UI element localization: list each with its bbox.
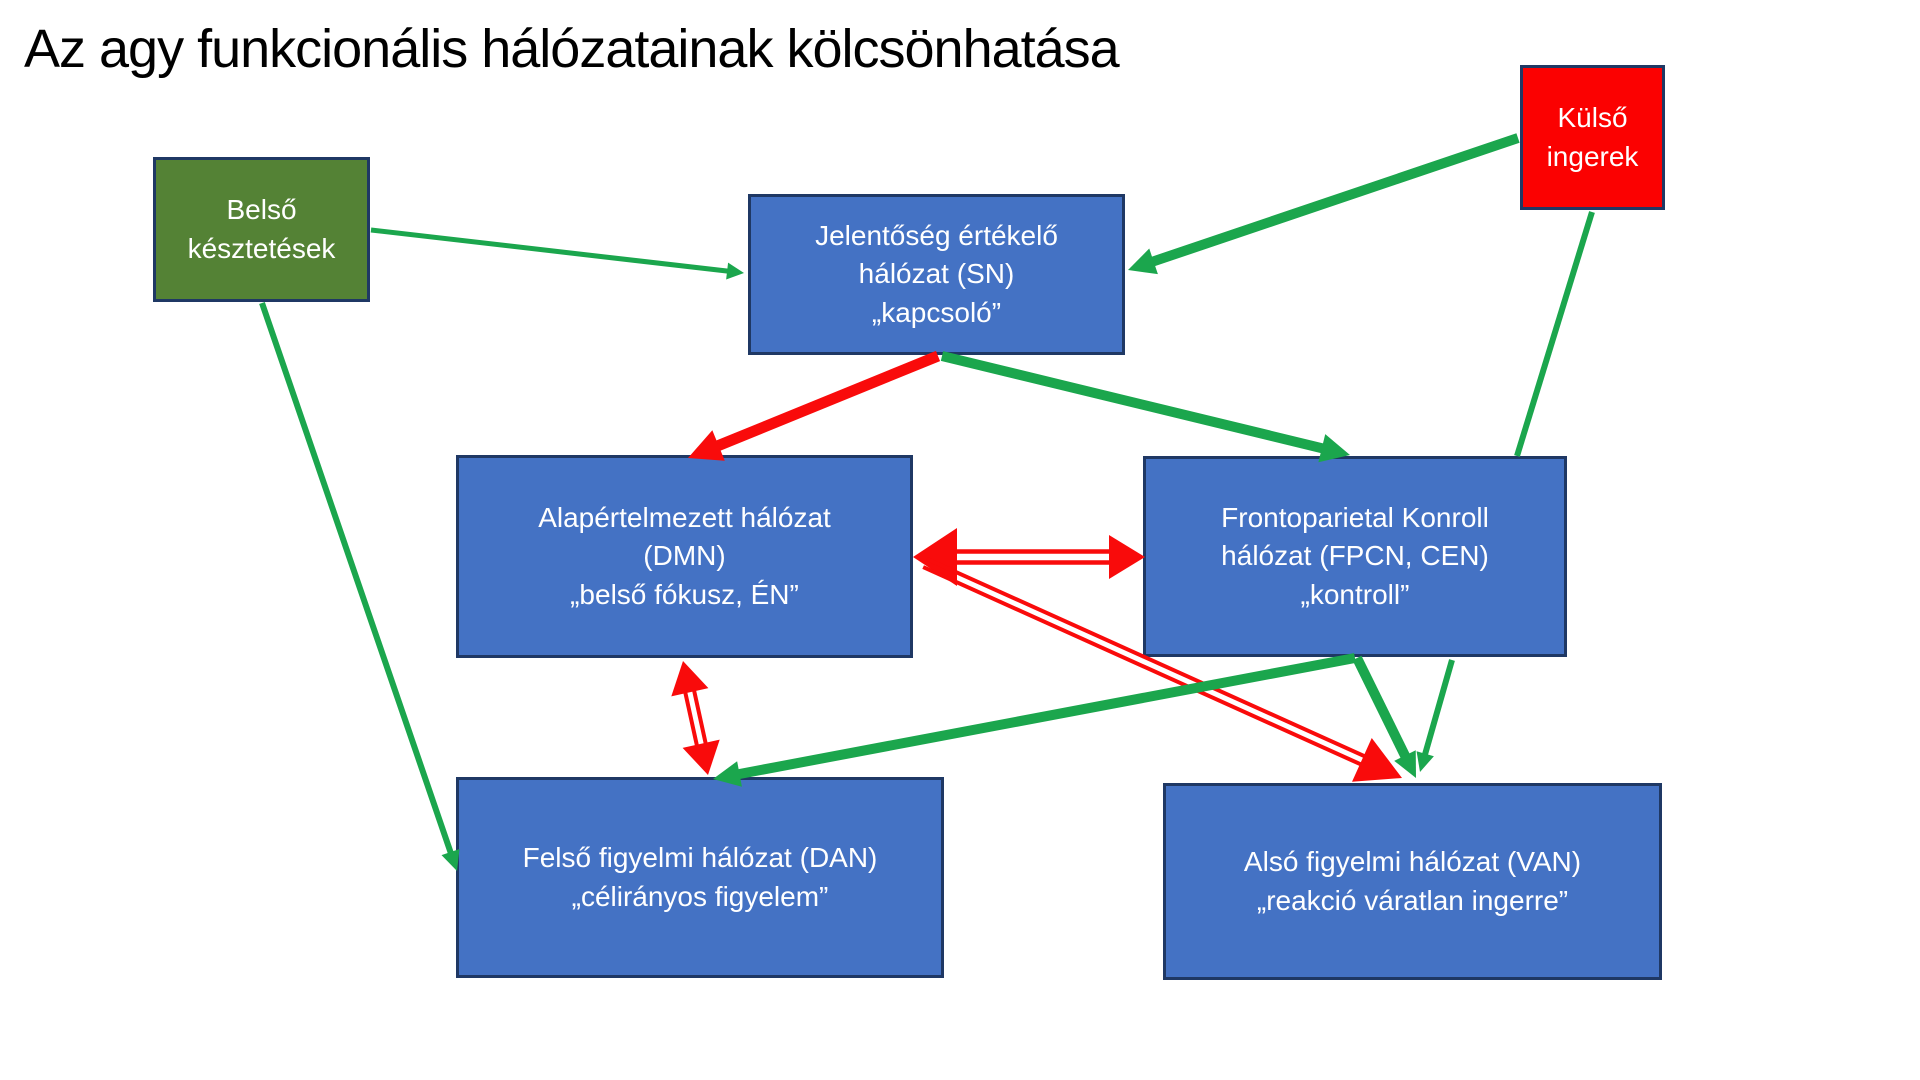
box-default-mode-network: Alapértelmezett hálózat (DMN) „belső fók…: [456, 455, 913, 658]
arrow-fpcn-to-van: [1352, 655, 1416, 778]
box-sn-label: Jelentőség értékelő hálózat (SN) „kapcso…: [815, 220, 1058, 328]
arrow-dmn-fpcn: [913, 528, 1145, 586]
arrow-belso-to-dan: [259, 302, 460, 871]
arrow-kulso-to-sn: [1128, 133, 1520, 275]
box-frontoparietal-network: Frontoparietal Konroll hálózat (FPCN, CE…: [1143, 456, 1567, 657]
box-kulso-ingerek: Külső ingerek: [1520, 65, 1665, 210]
box-dorsal-attention-network: Felső figyelmi hálózat (DAN) „célirányos…: [456, 777, 944, 978]
arrow-belso-to-sn: [370, 227, 744, 280]
arrow-sn-to-fpcn: [940, 351, 1350, 463]
box-kulso-label: Külső ingerek: [1546, 102, 1639, 172]
box-belso-label: Belső késztetések: [187, 194, 336, 264]
arrow-dmn-dan: [671, 661, 720, 775]
box-salience-network: Jelentőség értékelő hálózat (SN) „kapcso…: [748, 194, 1125, 355]
box-belso-kesztetesek: Belső késztetések: [153, 157, 370, 302]
arrow-sn-to-dmn: [688, 350, 941, 461]
box-fpcn-label: Frontoparietal Konroll hálózat (FPCN, CE…: [1221, 502, 1489, 610]
box-van-label: Alsó figyelmi hálózat (VAN) „reakció vár…: [1243, 846, 1582, 916]
box-ventral-attention-network: Alsó figyelmi hálózat (VAN) „reakció vár…: [1163, 783, 1662, 980]
diagram-title: Az agy funkcionális hálózatainak kölcsön…: [24, 19, 1120, 79]
box-dmn-label: Alapértelmezett hálózat (DMN) „belső fók…: [538, 502, 831, 610]
box-dan-label: Felső figyelmi hálózat (DAN) „célirányos…: [522, 842, 878, 912]
arrow-fpcn-to-dan: [713, 653, 1356, 787]
